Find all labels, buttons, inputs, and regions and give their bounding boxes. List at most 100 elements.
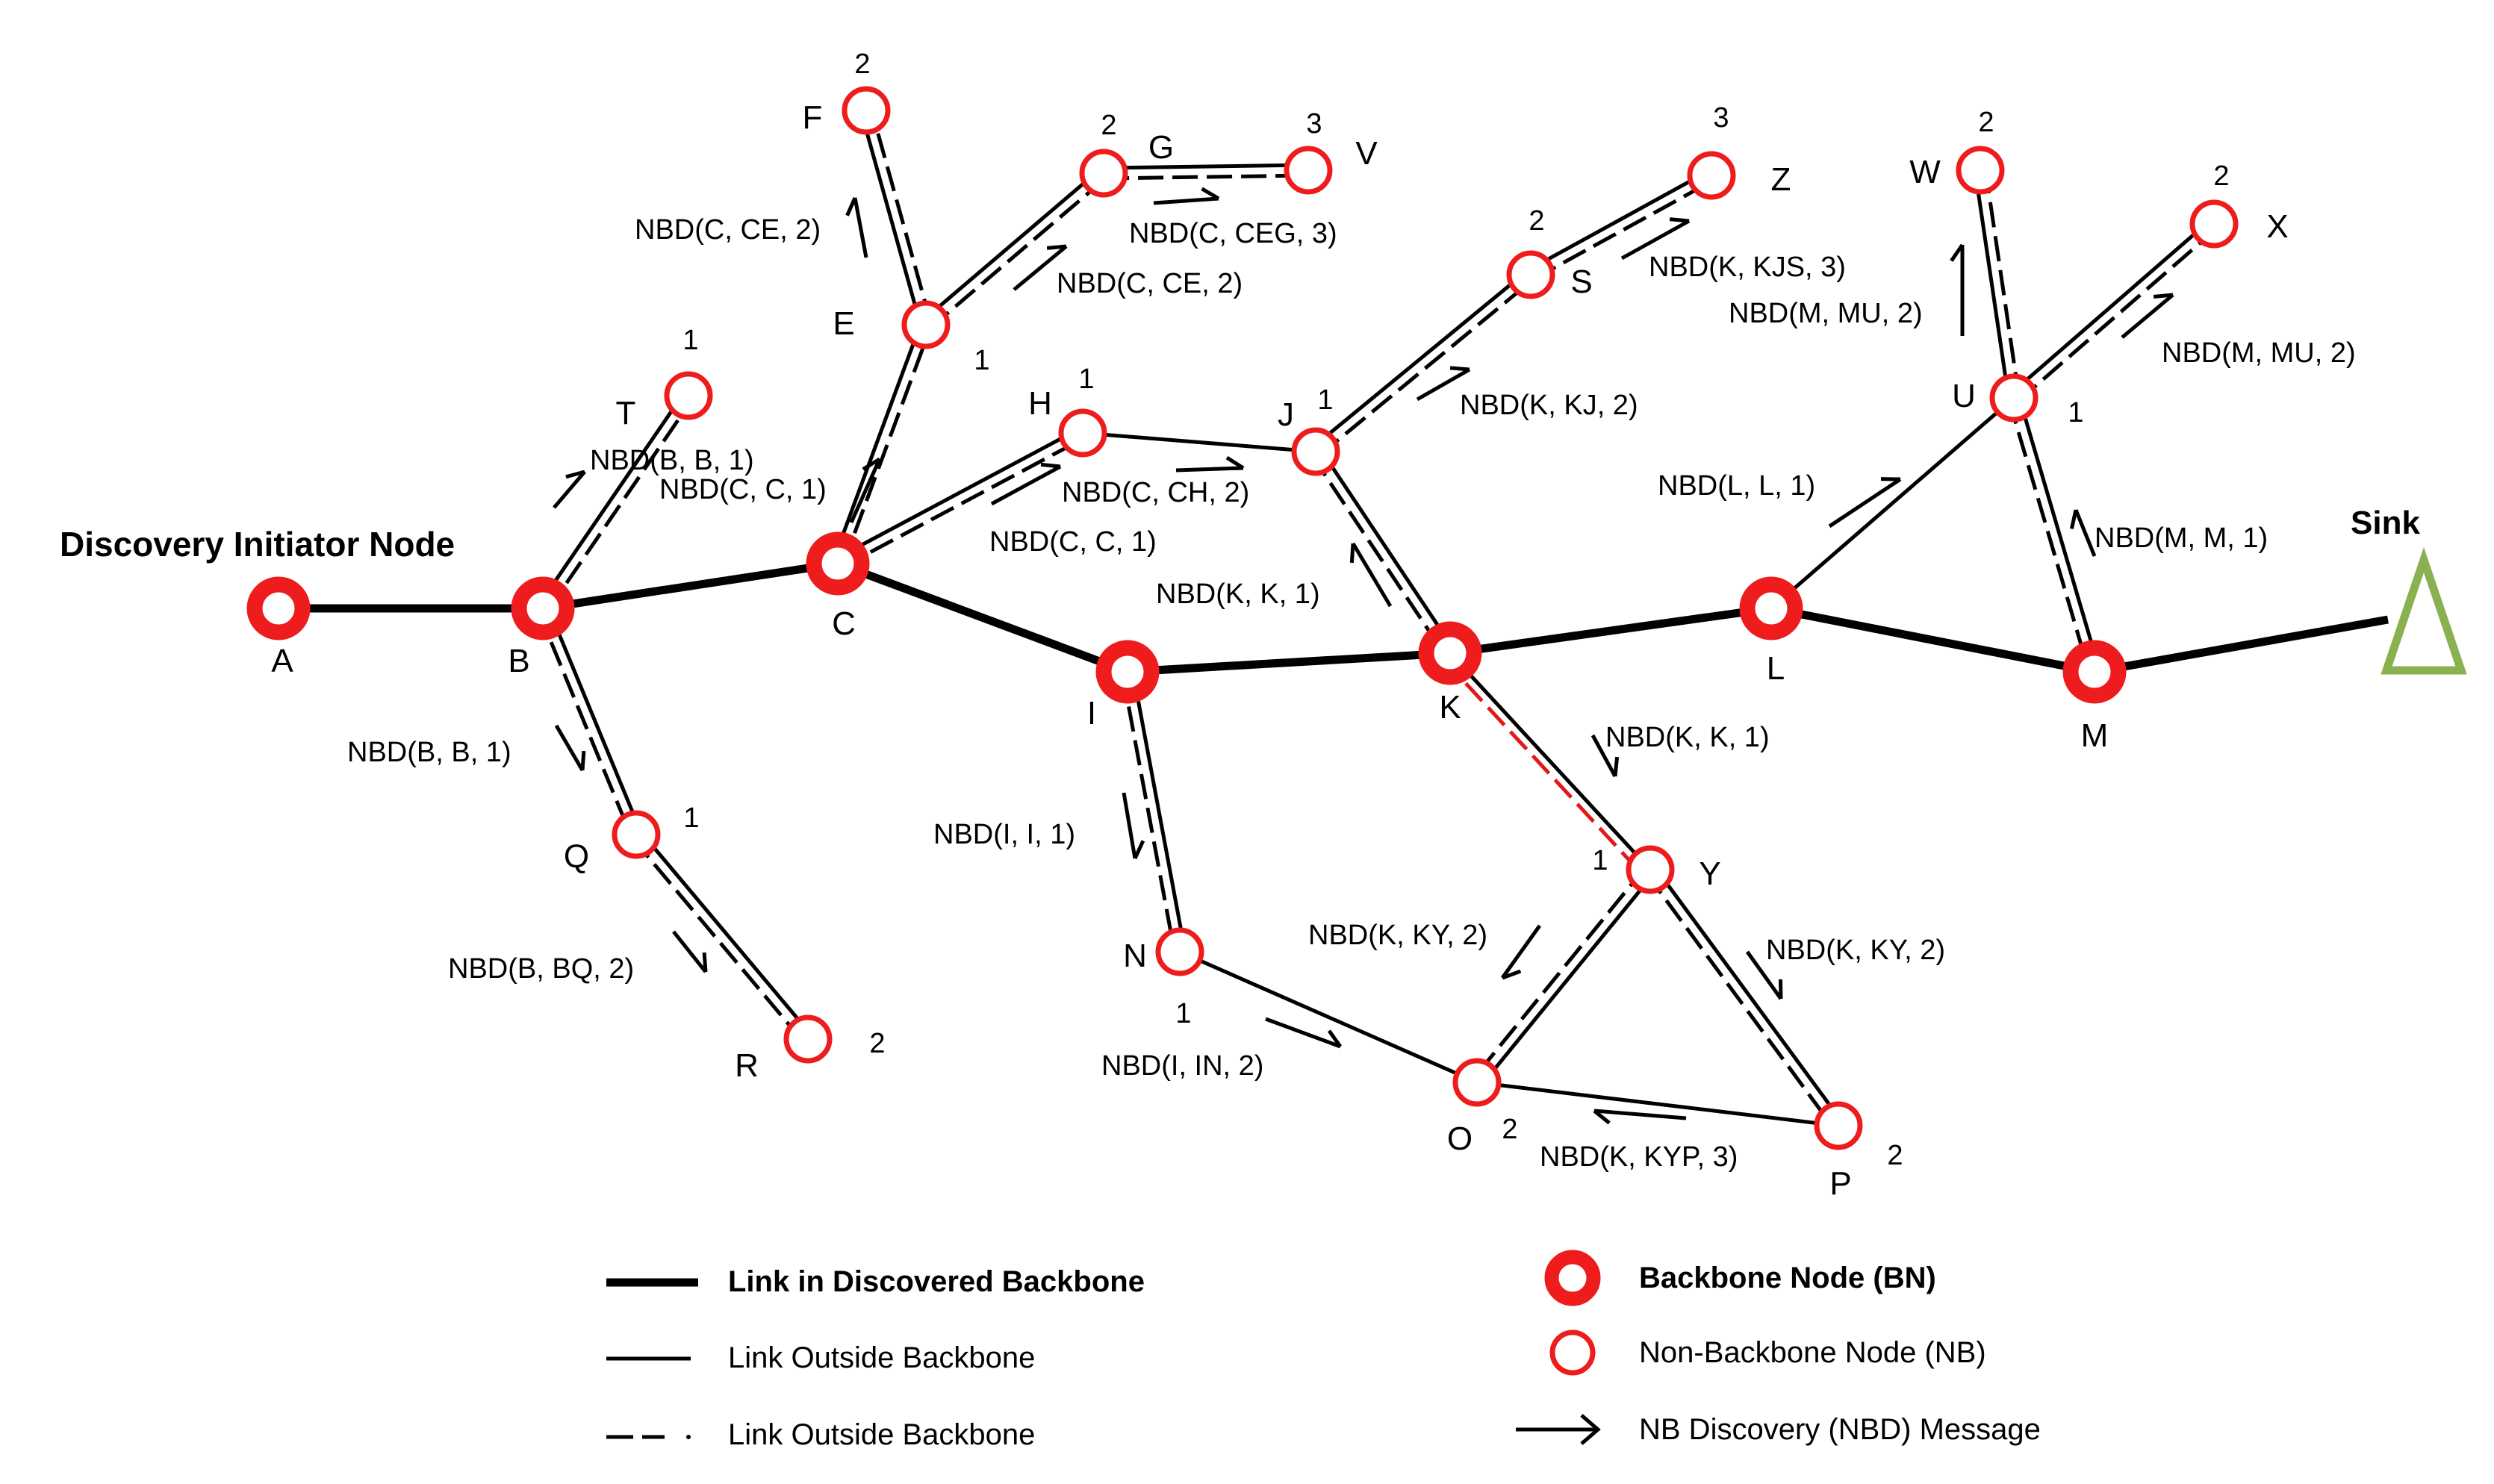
nbd-arrow-head [1225,455,1245,470]
link-solid [1318,447,1456,652]
nbd-arrow-shaft [1593,1109,1687,1120]
nbd-message-label-15: NBD(K, K, 1) [1605,722,1770,753]
nbd-message-label-18: NBD(K, KYP, 3) [1540,1141,1738,1173]
nbd-arrow-shaft [1013,245,1068,291]
node-label-N: N [1123,938,1147,974]
nbd-arrow-shaft [1500,924,1542,979]
non-backbone-node-V [1284,146,1333,195]
nbd-arrow-head [1349,543,1355,564]
node-label-R: R [735,1047,759,1084]
link-dashed [1317,277,1536,458]
hop-count-P: 2 [1887,1140,1903,1171]
non-backbone-node-R [783,1014,833,1064]
nbd-message-label-10: NBD(K, K, 1) [1156,579,1320,610]
backbone-node-I [1095,640,1160,704]
nbd-arrow-head [1593,1109,1611,1125]
non-backbone-node-S [1506,250,1555,299]
nbd-message-label-1: NBD(B, B, 1) [590,445,754,476]
nbd-arrow-head [702,952,708,973]
link-dashed [841,325,933,567]
nbd-arrow-shaft [853,197,868,258]
backbone-node-A [246,576,311,640]
hop-count-Z: 3 [1713,102,1729,134]
link-I-K [1127,649,1451,676]
hop-count-H: 1 [1078,364,1094,395]
nbd-message-label-20: NBD(M, M, 1) [2095,523,2268,554]
node-label-Z: Z [1771,161,1791,198]
hop-count-Q: 1 [683,802,699,834]
link-solid [537,391,686,607]
link-dashed [1532,178,1715,281]
hop-count-U: 1 [2068,397,2083,428]
nbd-arrow-6 [1013,244,1068,291]
link-B-C [542,559,839,613]
link-B-Q [536,605,643,838]
nbd-arrow-1 [553,470,586,509]
link-I-N [1120,670,1187,953]
link-H-J [1082,431,1316,454]
hop-count-S: 2 [1529,205,1544,237]
nbd-arrow-18 [1593,1109,1687,1125]
initiator-label: Discovery Initiator Node [60,525,455,564]
nbd-arrow-head [565,470,585,479]
link-dashed [1104,173,1309,181]
nbd-message-label-4: NBD(C, C, 1) [659,474,827,505]
link-solid [1973,170,2011,399]
non-backbone-node-E [901,300,951,349]
link-solid [834,426,1081,561]
link-C-E [831,322,933,567]
node-label-V: V [1355,135,1378,172]
non-backbone-node-Q [612,810,661,859]
link-dashed [927,175,1109,331]
link-O-P [1476,1080,1839,1128]
nbd-arrow-shaft [553,470,586,509]
nbd-message-label-8: NBD(C, C, 1) [989,526,1157,558]
link-U-W [1973,169,2021,399]
link-dashed [2006,399,2092,674]
legend-item-1: Link in Discovered Backbone [728,1265,1145,1298]
nbd-arrow-head [1046,244,1067,250]
hop-count-X: 2 [2213,160,2229,192]
link-dashed [839,435,1086,570]
nbd-arrow-head [1669,217,1690,223]
nbd-arrow-4 [849,457,882,524]
nbd-arrow-shaft [1416,367,1471,402]
link-L-M [1770,604,2096,676]
link-solid [2009,218,2212,396]
backbone-node-L [1739,576,1803,640]
node-label-B: B [508,643,529,679]
nbd-arrow-shaft [849,458,882,524]
nbd-arrow-head [1327,1029,1343,1048]
link-C-I [836,559,1129,676]
nbd-message-label-14: NBD(I, IN, 2) [1101,1050,1263,1082]
link-solid [1479,871,1656,1087]
nbd-arrow-9 [1175,455,1245,473]
link-Y-O [1471,865,1656,1087]
nbd-arrow-15 [1590,734,1620,778]
nbd-message-label-3: NBD(B, BQ, 2) [448,953,634,985]
nbd-arrow-10 [1349,542,1393,608]
nbd-arrow-head [862,457,881,471]
link-Y-P [1644,865,1844,1130]
link-dashed [1471,865,1648,1081]
hop-count-F: 2 [854,49,870,80]
nbd-message-label-19: NBD(L, L, 1) [1658,470,1815,502]
nbd-message-label-5: NBD(C, CE, 2) [635,214,821,246]
backbone-node-C [806,531,870,596]
nbd-arrow-head [1778,979,1783,1000]
node-label-T: T [616,395,636,431]
backbone-node-B [511,576,575,640]
link-dashed [1644,871,1836,1130]
nbd-arrow-14 [1265,1017,1343,1049]
link-Q-R [630,829,814,1044]
link-G-V [1103,163,1309,181]
backbone-node-K [1418,621,1482,685]
link-N-O [1178,950,1478,1085]
nbd-arrow-shaft [1153,196,1219,205]
node-label-F: F [803,99,823,136]
non-backbone-node-O [1452,1058,1502,1107]
node-label-J: J [1278,396,1294,433]
node-label-Y: Y [1699,855,1720,892]
node-label-G: G [1148,129,1174,166]
